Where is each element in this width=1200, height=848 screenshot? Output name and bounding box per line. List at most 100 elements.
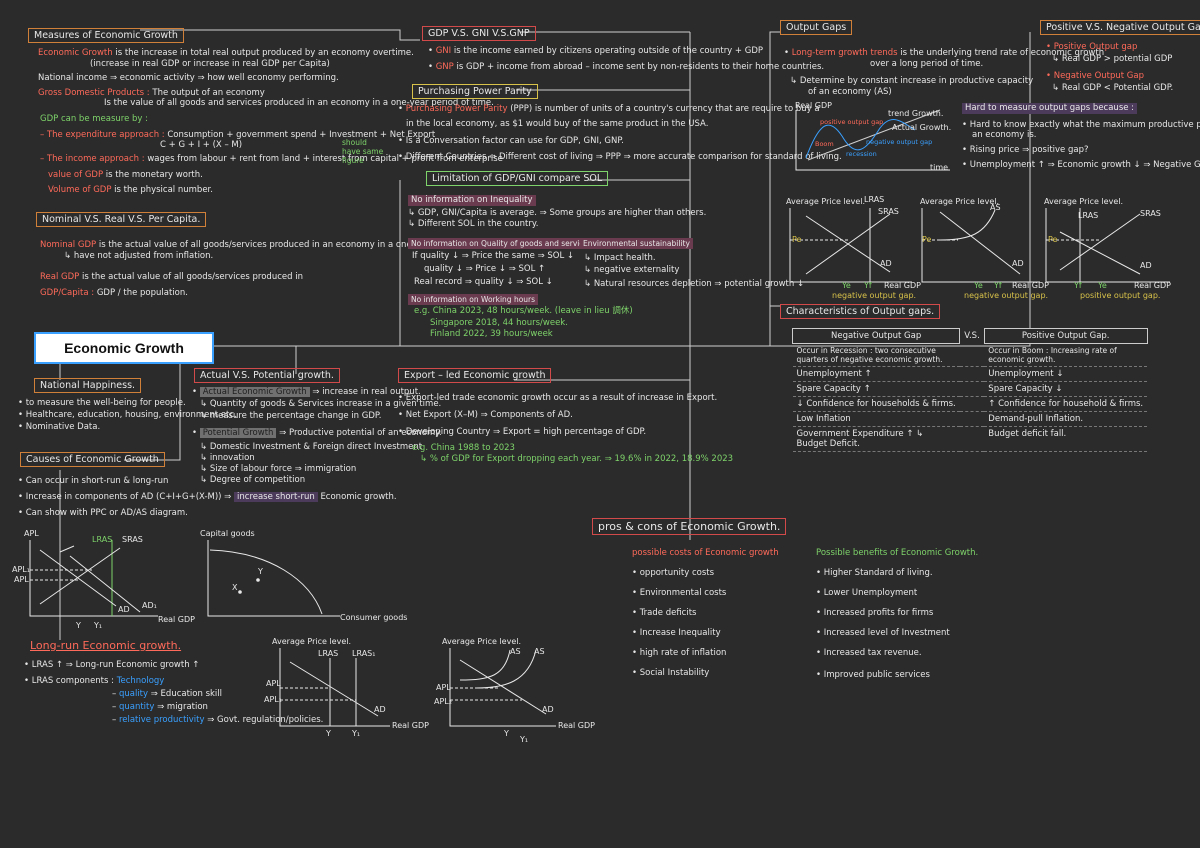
- measures-line-4: Gross Domestic Products : The output of …: [38, 88, 265, 98]
- measures-line-5: Is the value of all goods and services p…: [104, 98, 494, 108]
- gap1-ad: AD: [880, 259, 892, 268]
- adas1-y1: Y₁: [93, 621, 102, 630]
- cost-item: • opportunity costs: [632, 568, 715, 578]
- ppp-line-2: in the local economy, as $1 would buy of…: [406, 119, 709, 129]
- pos-neg-line-3: • Negative Output Gap: [1046, 71, 1144, 81]
- costs-title: possible costs of Economic growth: [632, 548, 779, 558]
- measures-line-10: value of GDP is the monetary worth.: [48, 170, 203, 180]
- characteristics-title: Characteristics of Output gaps.: [780, 304, 941, 319]
- long-run-title: Long-run Economic growth.: [30, 639, 182, 652]
- as-apl: APL: [436, 683, 451, 692]
- gap2-ad: AD: [1012, 259, 1024, 268]
- hard-line-2: • Rising price ⇒ positive gap?: [962, 145, 1089, 155]
- measures-side-note: should have same figure: [342, 138, 384, 165]
- center-title: Economic Growth: [34, 332, 214, 364]
- gap3-sras: SRAS: [1140, 209, 1161, 218]
- og-actual: Actual Growth.: [892, 123, 951, 132]
- measures-line-2: (increase in real GDP or increase in rea…: [90, 59, 330, 69]
- causes-line-3: • Can show with PPC or AD/AS diagram.: [18, 508, 188, 518]
- pos-neg-line-2: ↳ Real GDP > potential GDP: [1052, 54, 1173, 64]
- lras-apl: APL: [266, 679, 281, 688]
- lras-xlabel: Real GDP: [392, 721, 429, 730]
- limitation-line-10: Singapore 2018, 44 hours/week.: [430, 318, 568, 328]
- export-title: Export – led Economic growth: [398, 368, 552, 383]
- char-row: Occur in Recession : two consecutive qua…: [792, 343, 1148, 367]
- gap1-pe: Pe: [792, 235, 802, 244]
- nominal-line-3: Real GDP is the actual value of all good…: [40, 272, 303, 282]
- adas1-lras: LRAS: [92, 535, 112, 544]
- lras-apl1: APL₁: [264, 695, 282, 704]
- gap3-xlabel: Real GDP: [1134, 281, 1171, 290]
- gap3-ad: AD: [1140, 261, 1152, 270]
- limitation-heading-1: No information on Inequality: [408, 195, 536, 206]
- gap2-as: AS: [990, 203, 1001, 212]
- measures-line-3: National income ⇒ economic activity ⇒ ho…: [38, 73, 339, 83]
- happiness-line-1: • to measure the well-being for people.: [18, 398, 186, 408]
- actual-line-3: ↳ measure the percentage change in GDP.: [200, 411, 382, 421]
- characteristics-table: Negative Output Gap V.S. Positive Output…: [791, 328, 1148, 452]
- output-gaps-title: Output Gaps: [780, 20, 853, 35]
- nominal-line-1: Nominal GDP is the actual value of all g…: [40, 240, 467, 250]
- gap3-yf: Yf: [1073, 281, 1082, 290]
- limitation-heading-2: No information on Quality of goods and s…: [408, 238, 596, 249]
- og-xlabel: time: [930, 163, 948, 172]
- ppp-line-1: • Purchasing Power Parity (PPP) is numbe…: [398, 104, 820, 114]
- adas1-ylabel: APL: [24, 529, 39, 538]
- as-apl2: APL₂: [434, 697, 452, 706]
- lras-y1: Y₁: [351, 729, 360, 738]
- causes-line-1: • Can occur in short-run & long-run: [18, 476, 169, 486]
- pos-neg-line-4: ↳ Real GDP < Potential GDP.: [1052, 83, 1174, 93]
- gap2-ylabel: Average Price level.: [920, 197, 999, 206]
- lras-y: Y: [325, 729, 331, 738]
- og-trend: trend Growth.: [888, 109, 943, 118]
- limitation-heading-4: No information on Working hours: [408, 294, 539, 305]
- as-y: Y: [503, 729, 509, 738]
- actual-line-2: ↳ Quantity of goods & Services increase …: [200, 399, 442, 409]
- ppp-line-3: • Is a Conversation factor can use for G…: [398, 136, 624, 146]
- hard-line-1: • Hard to know exactly what the maximum …: [962, 120, 1200, 130]
- hard-line-1b: an economy is.: [972, 130, 1037, 140]
- limitation-title: Limitation of GDP/GNI compare SOL: [426, 171, 609, 186]
- as-xlabel: Real GDP: [558, 721, 595, 730]
- as-as: AS: [510, 647, 521, 656]
- measures-line-8: C + G + I + (X – M): [160, 140, 243, 150]
- measures-line-1: Economic Growth is the increase in total…: [38, 48, 414, 58]
- gap3-ye: Ye: [1097, 281, 1107, 290]
- gap3-pe: Pe: [1048, 235, 1058, 244]
- char-row: ↓ Confidence for households & firms.↑ Co…: [792, 396, 1148, 412]
- gap2-ye: Ye: [973, 281, 983, 290]
- limitation-line-8: ↳ Natural resources depletion ⇒ potentia…: [584, 279, 805, 289]
- gap2-pe: Pe: [922, 235, 932, 244]
- measures-line-6: GDP can be measure by :: [40, 114, 149, 124]
- export-line-5: ↳ % of GDP for Export dropping each year…: [420, 454, 734, 464]
- output-gaps-line-1: • Long-term growth trends is the underly…: [784, 48, 1105, 58]
- char-col-mid: V.S.: [959, 328, 985, 344]
- cost-item: • Trade deficits: [632, 608, 697, 618]
- as-ylabel: Average Price level.: [442, 637, 521, 646]
- limitation-line-2: ↳ Different SOL in the country.: [408, 219, 539, 229]
- og-ylabel: Real GDP: [795, 101, 832, 110]
- export-line-1: • Export-led trade economic growth occur…: [398, 393, 718, 403]
- og-neg: negative output gap: [866, 138, 932, 146]
- output-gaps-line-3: ↳ Determine by constant increase in prod…: [790, 76, 1034, 86]
- gap2-caption: negative output gap.: [964, 291, 1048, 300]
- output-gaps-line-4: of an economy (AS): [808, 87, 892, 97]
- gap1-ye: Ye: [841, 281, 851, 290]
- actual-line-7: ↳ Size of labour force ⇒ immigration: [200, 464, 357, 474]
- benefit-item: • Increased profits for firms: [816, 608, 934, 618]
- adas1-ad1: AD₁: [142, 601, 157, 610]
- gdp-gni-line-2: • GNP is GDP + income from abroad – inco…: [428, 62, 825, 72]
- causes-line-2: • Increase in components of AD (C+I+G+(X…: [18, 492, 397, 502]
- benefit-item: • Improved public services: [816, 670, 930, 680]
- char-row: Spare Capacity ↑Spare Capacity ↓: [792, 381, 1148, 397]
- pos-neg-title: Positive V.S. Negative Output Gaps: [1040, 20, 1200, 35]
- limitation-line-11: Finland 2022, 39 hours/week: [430, 329, 553, 339]
- limitation-line-3: If quality ↓ ⇒ Price the same ⇒ SOL ↓: [412, 251, 575, 261]
- gap2-yf: Yf: [993, 281, 1002, 290]
- measures-line-9: – The income approach : wages from labou…: [40, 154, 503, 164]
- output-gaps-line-2: over a long period of time.: [870, 59, 984, 69]
